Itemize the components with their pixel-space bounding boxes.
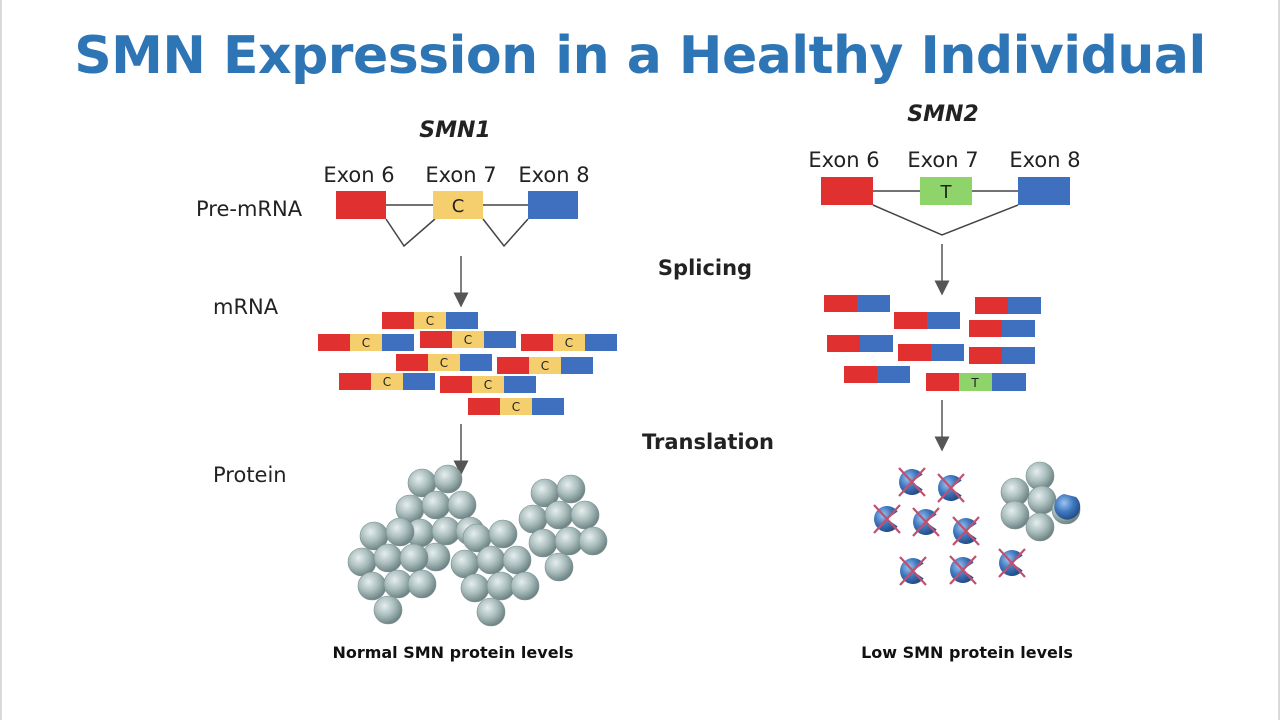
smn2-mrna-strip-skipped: [827, 335, 893, 352]
slide-title: SMN Expression in a Healthy Individual: [74, 26, 1206, 86]
smn2-degraded-protein: [899, 556, 927, 586]
row-label-protein: Protein: [213, 463, 287, 487]
row-label-mrna: mRNA: [213, 295, 279, 319]
step-label-splicing: Splicing: [658, 256, 752, 280]
smn2-degraded-protein: [937, 473, 965, 503]
smn1-mrna-strip: C: [420, 331, 516, 348]
smn1-protein-cluster: [347, 517, 437, 625]
row-label-pre-mrna: Pre-mRNA: [196, 197, 303, 221]
smn1-splice-line-a: [385, 218, 436, 248]
smn2-exon7-nucleotide: T: [940, 182, 953, 203]
smn2-protein-cluster: [1000, 461, 1081, 542]
smn2-exon8-label: Exon 8: [1009, 148, 1080, 172]
smn1-exon6-label: Exon 6: [323, 163, 394, 187]
smn1-mrna-strip: C: [521, 334, 617, 351]
smn1-exon8-box: [528, 191, 578, 219]
smn2-mrna-strip-skipped: [844, 366, 910, 383]
smn1-mrna-strip: C: [382, 312, 478, 329]
smn1-splice-line-b: [482, 218, 529, 248]
smn2-mrna-group: T: [824, 295, 1041, 391]
smn1-mrna-group: C C C C C C C C C: [318, 312, 617, 415]
smn2-mrna-strip-full: T: [926, 373, 1026, 391]
smn1-mrna-strip: C: [468, 398, 564, 415]
smn2-degraded-protein: [898, 467, 926, 497]
smn1-mrna-strip: C: [339, 373, 435, 390]
smn2-protein-group: [873, 461, 1081, 586]
smn2-pre-mrna: SMN2 Exon 6 Exon 7 Exon 8 T: [808, 102, 1081, 296]
svg-text:C: C: [464, 333, 472, 347]
smn1-protein-group: [347, 464, 608, 627]
smn1-exon7-box: [433, 191, 483, 219]
smn1-protein-cluster: [518, 474, 608, 582]
smn2-degraded-protein: [998, 548, 1026, 578]
smn1-mrna-strip: C: [497, 357, 593, 374]
smn2-mrna-strip-skipped: [894, 312, 960, 329]
svg-text:C: C: [383, 375, 391, 389]
smn1-caption: Normal SMN protein levels: [332, 643, 573, 662]
smn1-exon7-nucleotide: C: [452, 196, 465, 217]
svg-text:C: C: [484, 378, 492, 392]
smn2-mrna-strip-skipped: [975, 297, 1041, 314]
smn2-exon8-box: [1018, 177, 1070, 205]
svg-text:C: C: [440, 356, 448, 370]
smn1-pre-mrna: SMN1 Exon 6 Exon 7 Exon 8 C: [323, 118, 590, 308]
smn1-mrna-strip: C: [318, 334, 414, 351]
smn1-protein-cluster: [450, 519, 540, 627]
svg-text:C: C: [362, 336, 370, 350]
svg-text:C: C: [541, 359, 549, 373]
smn1-gene-label: SMN1: [419, 118, 490, 143]
svg-text:C: C: [565, 336, 573, 350]
smn2-exon7-label: Exon 7: [907, 148, 978, 172]
smn2-degraded-protein: [949, 555, 977, 585]
svg-text:C: C: [426, 314, 434, 328]
smn1-exon7-label: Exon 7: [425, 163, 496, 187]
smn1-mrna-strip: C: [396, 354, 492, 371]
smn2-gene-label: SMN2: [907, 102, 978, 127]
smn2-degraded-protein: [873, 504, 901, 534]
svg-text:C: C: [512, 400, 520, 414]
smn2-mrna-strip-skipped: [824, 295, 890, 312]
smn2-degraded-protein: [952, 516, 980, 546]
smn2-mrna-strip-skipped: [969, 347, 1035, 364]
smn2-mrna-strip-skipped: [969, 320, 1035, 337]
smn1-exon6-box: [336, 191, 386, 219]
smn2-degraded-protein: [912, 507, 940, 537]
smn1-exon8-label: Exon 8: [518, 163, 589, 187]
smn2-caption: Low SMN protein levels: [861, 643, 1073, 662]
smn2-exon6-label: Exon 6: [808, 148, 879, 172]
smn2-exon6-box: [821, 177, 873, 205]
smn2-exon7-box: [920, 177, 972, 205]
smn2-mrna-strip-skipped: [898, 344, 964, 361]
step-label-translation: Translation: [642, 430, 774, 454]
smn2-splice-line: [872, 204, 1019, 236]
svg-text:T: T: [970, 376, 979, 390]
smn1-mrna-strip: C: [440, 376, 536, 393]
